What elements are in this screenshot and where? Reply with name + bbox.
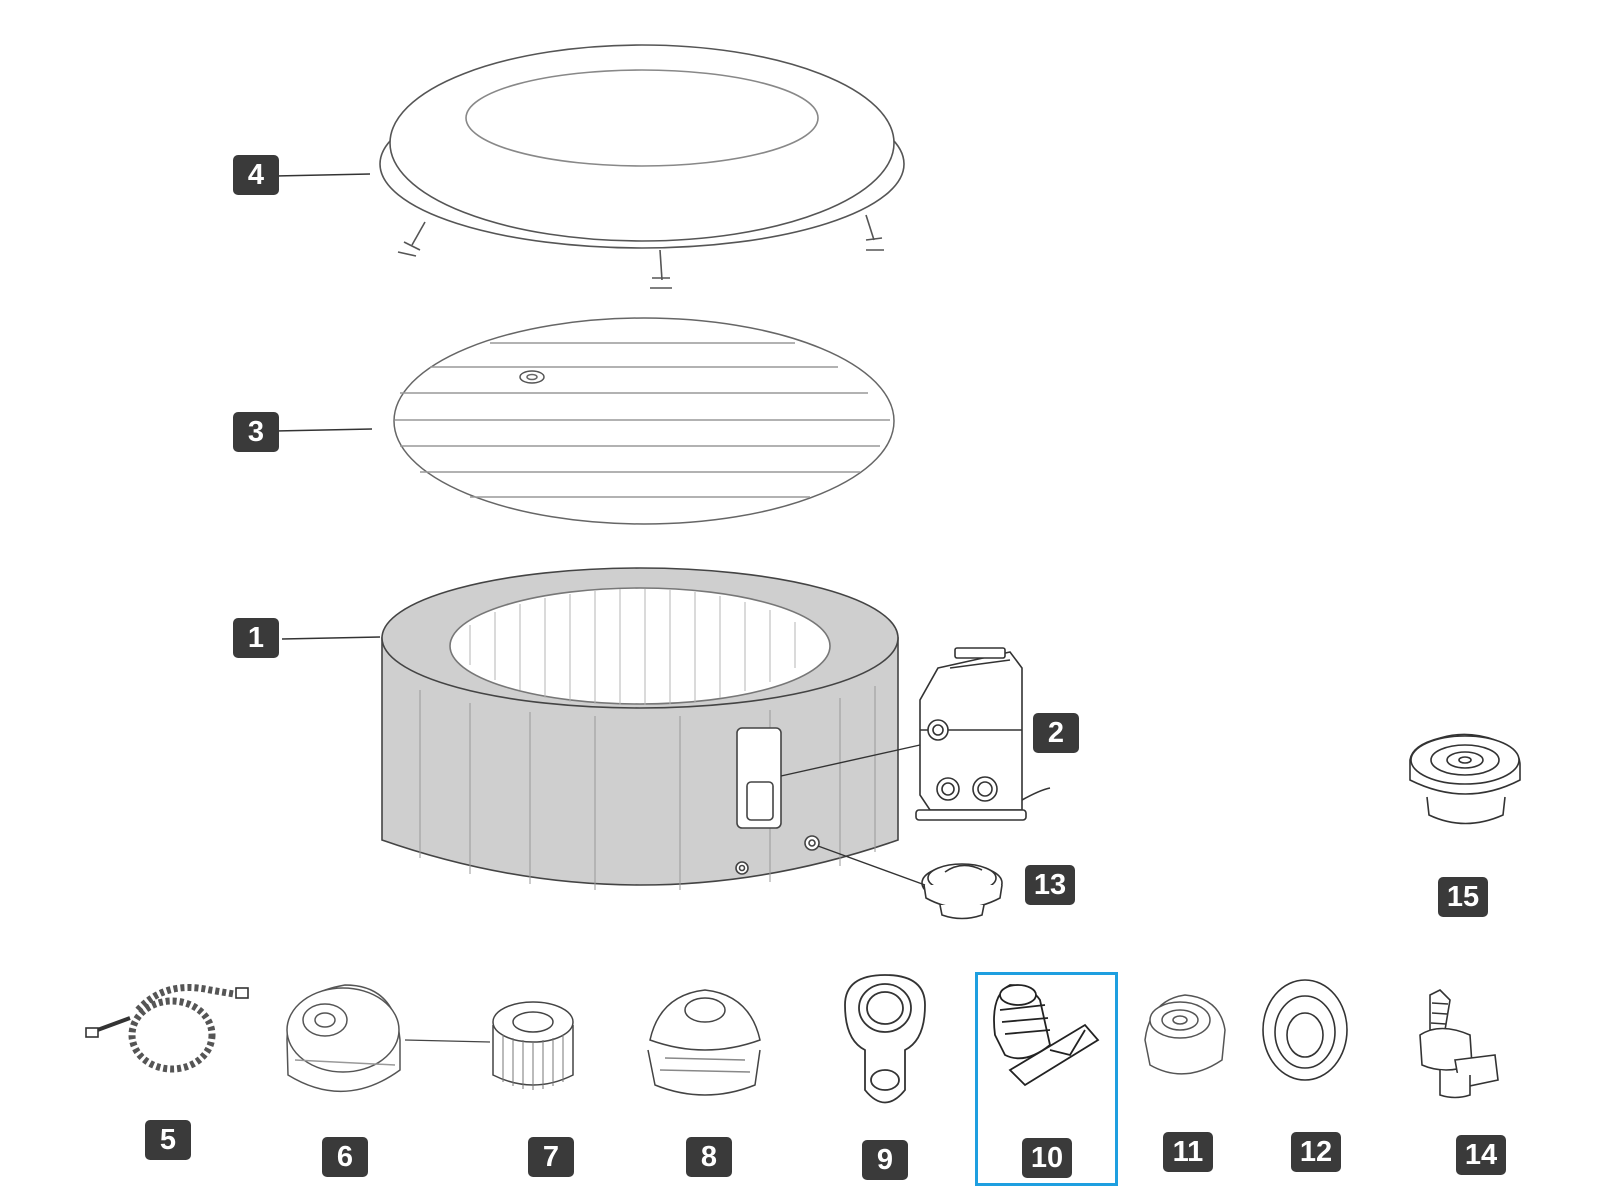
part-4-cover[interactable]	[379, 44, 905, 289]
leader-6-7	[404, 1039, 491, 1043]
part-15-filter-cap[interactable]	[1409, 733, 1521, 825]
part-label-7[interactable]: 7	[528, 1137, 574, 1177]
leader-3	[274, 428, 373, 432]
part-8-cap[interactable]	[647, 989, 761, 1096]
leader-1	[281, 636, 381, 640]
part-14-hose-adapter[interactable]	[1419, 989, 1499, 1099]
part-10-connector[interactable]	[993, 984, 1100, 1087]
part-6-filter-housing[interactable]	[286, 984, 401, 1092]
part-2-pump-unit[interactable]	[915, 647, 1051, 821]
part-11-jet-cap[interactable]	[1144, 994, 1226, 1075]
part-label-10[interactable]: 10	[1022, 1138, 1072, 1178]
selected-part-highlight	[975, 972, 1118, 1186]
leader-4	[274, 173, 371, 177]
part-7-filter-cartridge[interactable]	[492, 1001, 574, 1090]
leader-2	[780, 744, 921, 777]
part-label-13[interactable]: 13	[1025, 865, 1075, 905]
part-label-14[interactable]: 14	[1456, 1135, 1506, 1175]
part-label-5[interactable]: 5	[145, 1120, 191, 1160]
part-label-1[interactable]: 1	[233, 618, 279, 658]
part-label-4[interactable]: 4	[233, 155, 279, 195]
part-label-8[interactable]: 8	[686, 1137, 732, 1177]
part-label-6[interactable]: 6	[322, 1137, 368, 1177]
part-label-2[interactable]: 2	[1033, 713, 1079, 753]
part-label-3[interactable]: 3	[233, 412, 279, 452]
part-13-valve[interactable]	[921, 863, 1003, 920]
part-9-wrench[interactable]	[844, 974, 926, 1104]
part-3-ground-mat[interactable]	[393, 317, 895, 525]
leader-13	[817, 845, 926, 886]
part-label-12[interactable]: 12	[1291, 1132, 1341, 1172]
part-12-seal-ring[interactable]	[1262, 979, 1348, 1081]
part-1-tub-body[interactable]	[381, 567, 899, 890]
leader-lines	[274, 173, 926, 886]
part-label-15[interactable]: 15	[1438, 877, 1488, 917]
part-label-9[interactable]: 9	[862, 1140, 908, 1180]
part-5-hose[interactable]	[85, 984, 249, 1073]
part-label-11[interactable]: 11	[1163, 1132, 1213, 1172]
